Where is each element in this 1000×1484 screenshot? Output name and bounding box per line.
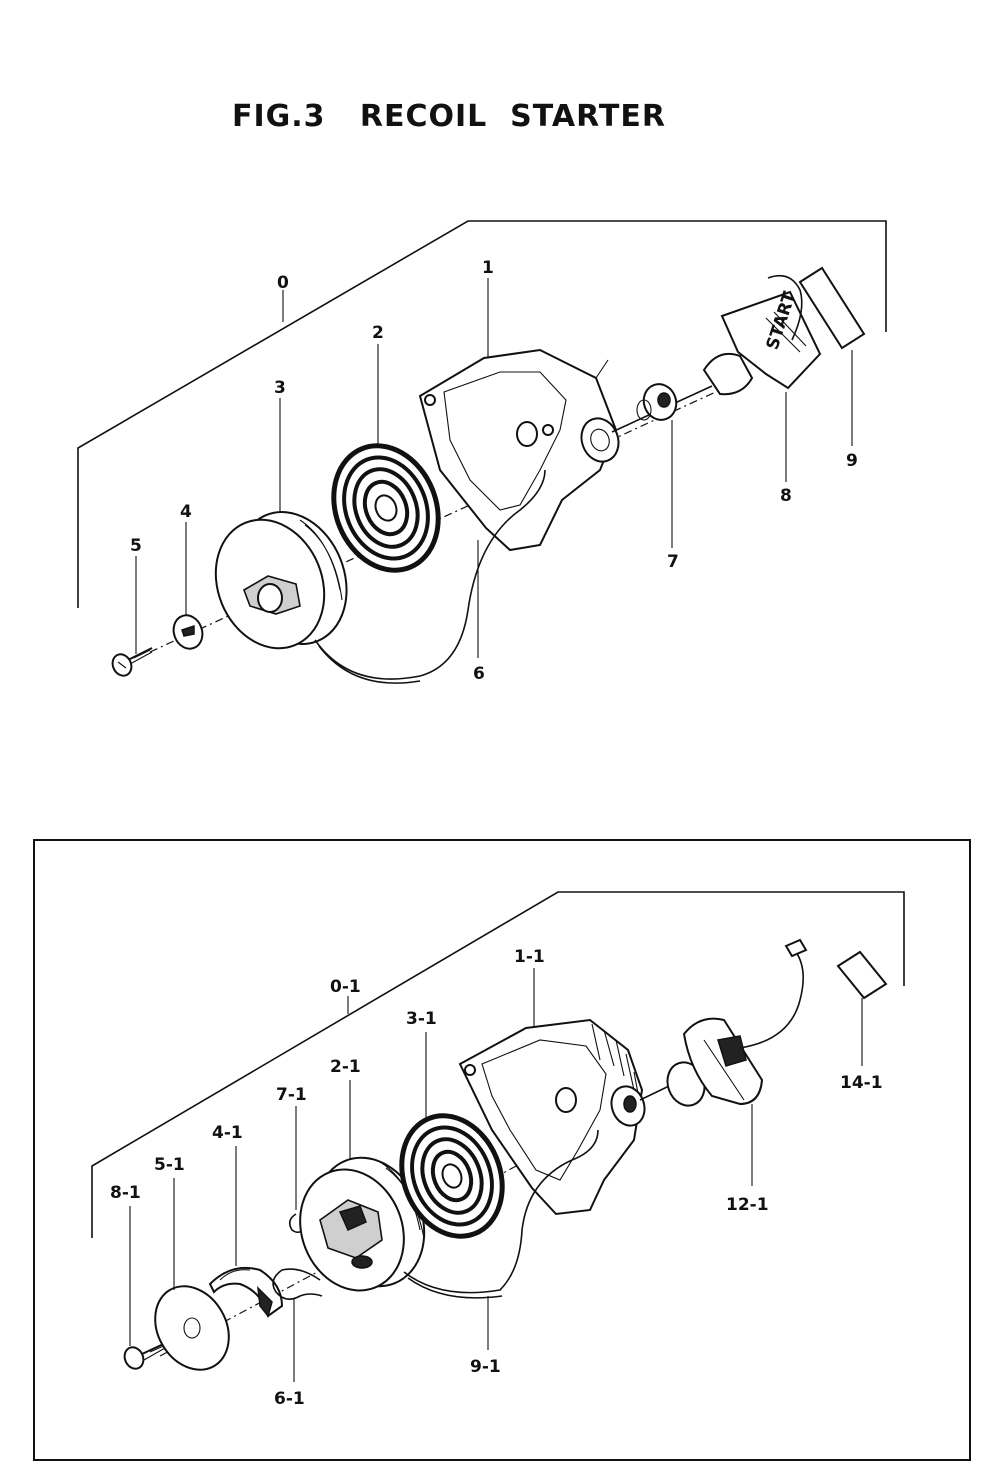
label-9: 9	[846, 451, 858, 471]
label-4: 4	[180, 502, 192, 522]
plate-part-5-1	[154, 1285, 230, 1371]
label-0: 0	[277, 273, 289, 293]
spiral-spring-part-2	[331, 443, 441, 573]
figure-title: FIG.3 RECOIL STARTER	[232, 99, 666, 134]
washer-part-4	[172, 614, 204, 650]
label-7-1: 7-1	[276, 1085, 307, 1105]
label-7: 7	[667, 552, 679, 572]
label-3-1: 3-1	[406, 1009, 437, 1029]
label-12-1: 12-1	[726, 1195, 769, 1215]
guide-part-7	[636, 383, 678, 421]
label-1: 1	[482, 258, 494, 278]
assembly-bracket-bottom	[91, 891, 905, 1238]
label-part-9	[798, 266, 866, 350]
label-6: 6	[473, 664, 485, 684]
ratchet-part-4-1	[208, 1266, 284, 1318]
bottom-assembly: 0-1 1-1 2-1 3-1 4-1 5-1 6-1 7-1 8-1 9-1 …	[91, 891, 905, 1409]
bottom-frame	[33, 839, 971, 1461]
label-2-1: 2-1	[330, 1057, 361, 1077]
label-0-1: 0-1	[330, 977, 361, 997]
label-part-14-1	[836, 950, 888, 1000]
reel-part-3	[214, 511, 348, 650]
housing-part-1-1	[458, 1018, 646, 1216]
label-14-1: 14-1	[840, 1073, 883, 1093]
label-5-1: 5-1	[154, 1155, 185, 1175]
label-2: 2	[372, 323, 384, 343]
label-8: 8	[780, 486, 792, 506]
label-9-1: 9-1	[470, 1357, 501, 1377]
top-assembly: START 0 1 2 3 4 5 6 7 8 9	[77, 220, 887, 684]
reel-part-2-1	[299, 1156, 426, 1292]
label-5: 5	[130, 536, 142, 556]
handle-part-8: START	[702, 274, 822, 396]
label-1-1: 1-1	[514, 947, 545, 967]
spring-part-6-1	[272, 1268, 323, 1300]
rope-part-9-1	[403, 1129, 599, 1294]
housing-part-1	[418, 348, 620, 552]
rope-part-6	[314, 469, 546, 680]
rope-part-9-1-shadow	[407, 1277, 503, 1299]
label-6-1: 6-1	[274, 1389, 305, 1409]
rope-part-6-shadow	[318, 645, 421, 684]
spiral-spring-part-3-1	[399, 1113, 505, 1239]
label-4-1: 4-1	[212, 1123, 243, 1143]
screw-part-5	[111, 647, 153, 677]
assembly-bracket-top	[77, 220, 887, 608]
handle-part-12-1	[666, 938, 808, 1107]
label-8-1: 8-1	[110, 1183, 141, 1203]
label-3: 3	[274, 378, 286, 398]
